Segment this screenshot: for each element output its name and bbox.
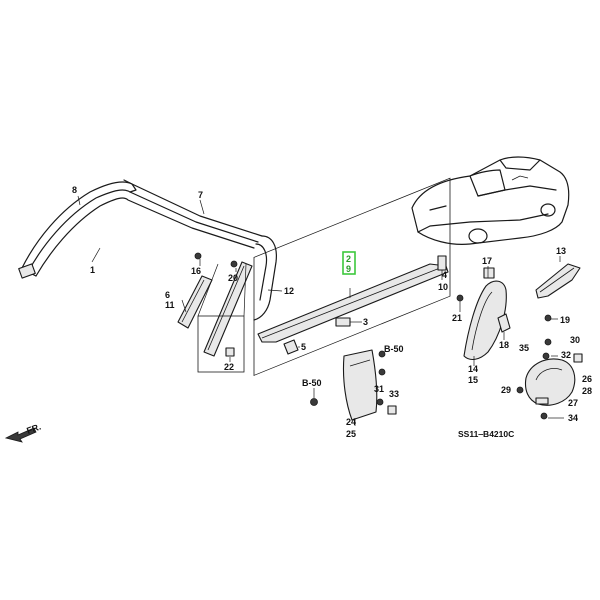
callout-34: 34	[568, 413, 578, 423]
callout-19: 19	[560, 315, 570, 325]
pillar-garnish	[177, 252, 253, 373]
callout-11: 11	[165, 300, 175, 310]
callout-13: 13	[556, 246, 566, 256]
callout-9: 9	[346, 264, 351, 274]
diagram-code: SS11‒B4210C	[458, 429, 514, 439]
callout-20: 20	[228, 273, 238, 283]
callout-25: 25	[346, 429, 356, 439]
leaders-top-frame	[77, 195, 283, 292]
callout-5: 5	[301, 342, 306, 352]
callout-33: 33	[389, 389, 399, 399]
callout-3: 3	[363, 317, 368, 327]
mud-guard	[310, 349, 397, 426]
front-direction-arrow: FR.	[4, 422, 42, 443]
callout-8: 8	[72, 185, 77, 195]
callout-35: 35	[519, 343, 529, 353]
callout-b50-lower: B-50	[302, 378, 322, 388]
callout-31: 31	[374, 384, 384, 394]
callout-28: 28	[582, 386, 592, 396]
door-molding	[253, 177, 451, 376]
highlight-box	[342, 251, 356, 275]
callout-24: 24	[346, 417, 356, 427]
callout-29: 29	[501, 385, 511, 395]
windshield-frame	[18, 179, 277, 321]
callout-15: 15	[468, 375, 478, 385]
fender-liner	[516, 314, 583, 420]
callout-18: 18	[499, 340, 509, 350]
callout-21: 21	[452, 313, 462, 323]
callout-17: 17	[482, 256, 492, 266]
callout-14: 14	[468, 364, 478, 374]
callout-26: 26	[582, 374, 592, 384]
callout-4: 4	[442, 270, 447, 280]
callout-1: 1	[90, 265, 95, 275]
car-illustration	[411, 156, 570, 245]
callout-30: 30	[570, 335, 580, 345]
callout-10: 10	[438, 282, 448, 292]
callout-b50-upper: B-50	[384, 344, 404, 354]
direction-label: FR.	[25, 422, 42, 436]
callout-labels: 1 2 9 3 4 10 5 6 11 7 8 12 13 14 15 16 1…	[72, 185, 592, 439]
callout-27: 27	[568, 398, 578, 408]
callout-16: 16	[191, 266, 201, 276]
callout-6: 6	[165, 290, 170, 300]
callout-32: 32	[561, 350, 571, 360]
callout-12: 12	[284, 286, 294, 296]
rear-quarter-parts	[456, 256, 581, 366]
callout-22: 22	[224, 362, 234, 372]
callout-2: 2	[346, 254, 351, 264]
callout-7: 7	[198, 190, 203, 200]
